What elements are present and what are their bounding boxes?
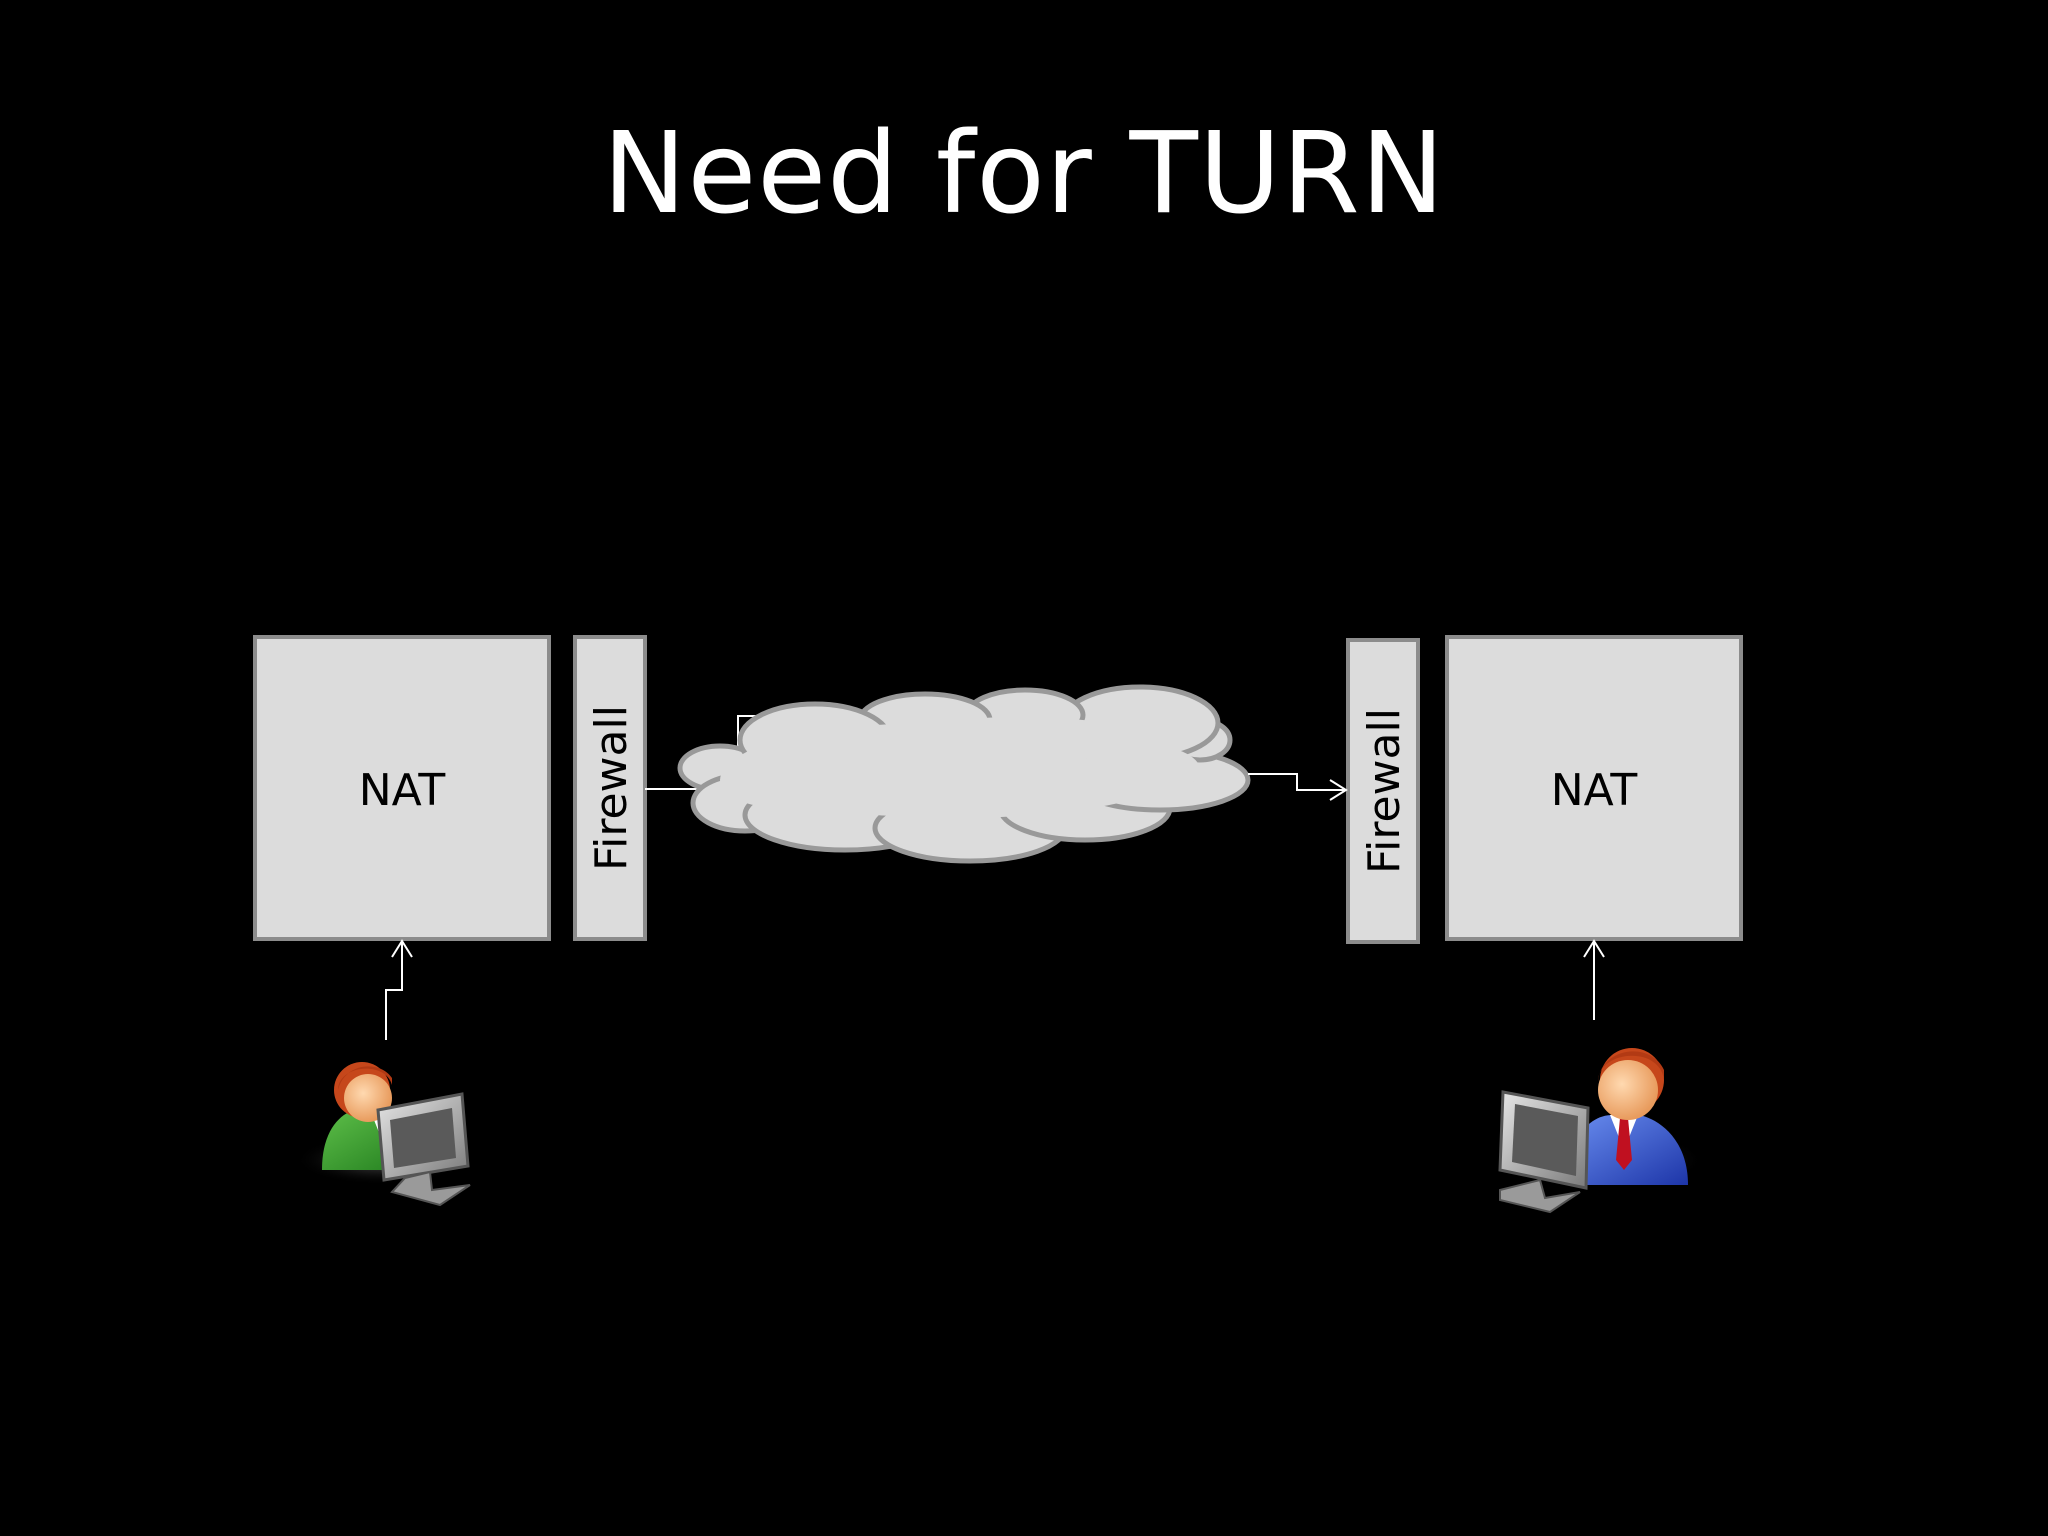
right-firewall-label: Firewall [1359, 708, 1410, 874]
left-user-to-nat-line [385, 941, 403, 1040]
left-nat-box: NAT [253, 635, 551, 941]
right-nat-arrowhead [1583, 939, 1605, 958]
left-firewall-box: Firewall [573, 635, 647, 941]
right-user-at-computer-icon [1498, 1048, 1704, 1214]
left-firewall-label: Firewall [586, 705, 637, 871]
internet-cloud-icon [677, 684, 1251, 864]
right-firewall-box: Firewall [1346, 638, 1420, 944]
left-nat-label: NAT [359, 765, 446, 816]
cloud-to-right-firewall-line [1248, 773, 1346, 791]
right-nat-box: NAT [1445, 635, 1743, 941]
right-firewall-arrowhead [1329, 779, 1348, 801]
right-nat-label: NAT [1551, 765, 1638, 816]
slide-title: Need for TURN [602, 109, 1446, 239]
left-user-at-computer-icon [295, 1062, 471, 1207]
left-nat-arrowhead [391, 939, 413, 958]
